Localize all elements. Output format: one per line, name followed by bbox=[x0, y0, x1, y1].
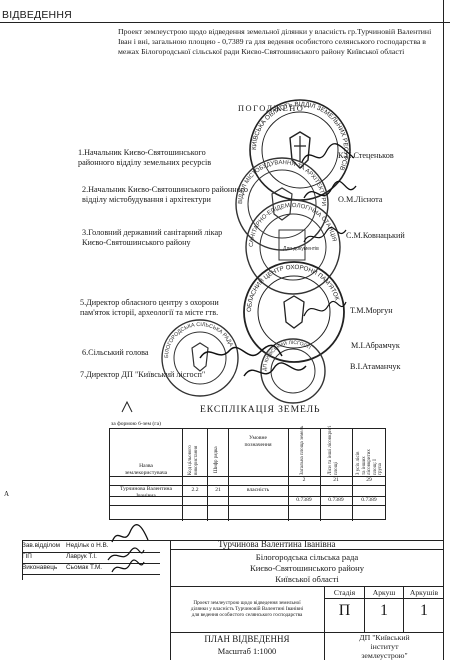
approval-name-3: С.М.Ковнацький bbox=[346, 231, 405, 240]
signature-1 bbox=[301, 143, 355, 163]
side-letter: А bbox=[4, 490, 10, 498]
row-code: 2.2 bbox=[191, 487, 199, 493]
signature-titleblock-3 bbox=[111, 559, 145, 573]
approval-position-6: 6.Сільський голова bbox=[82, 348, 149, 357]
approval-name-2: О.М.Ліснота bbox=[338, 195, 383, 204]
header-conditional: Умовне позначення bbox=[244, 435, 272, 448]
sheet-value: 1 bbox=[380, 602, 388, 619]
header-agri: Ліси та інші лісовкриті площі bbox=[328, 425, 339, 475]
staff-name-1: Недільк о Н.В. bbox=[66, 542, 109, 549]
stamp-land-resources: КИЇВСЬКА ОБЛАСТЬ ВІДДІЛ ЗЕМЕЛЬНИХ РЕСУРС… bbox=[249, 99, 351, 201]
project-description: Проект землеустрою щодо відведення земел… bbox=[190, 600, 304, 619]
stage-label: Стадія bbox=[333, 588, 356, 597]
explication-table: Назва землекористувача Код цільового вик… bbox=[109, 425, 386, 521]
staff-role-2: ГІП bbox=[22, 553, 32, 560]
row-cipher: 21 bbox=[215, 487, 221, 493]
staff-name-2: Лаврук Т.І. bbox=[66, 553, 97, 560]
sheets-label: Аркушів bbox=[409, 588, 439, 597]
row-forest: 0.7389 bbox=[361, 497, 377, 503]
explication-title: ЕКСПЛІКАЦІЯ ЗЕМЕЛЬ bbox=[200, 404, 321, 415]
header-cipher: Шифр рядка bbox=[214, 446, 219, 473]
project-title: Проект землеустрою щодо відведення земел… bbox=[118, 27, 432, 57]
stage-value: П bbox=[338, 602, 351, 619]
page-header: ВІДВЕДЕННЯ bbox=[2, 9, 72, 21]
stamp-sanitary: САНІТАРНО-ЕПІДЕМІОЛОГІЧНА СТАНЦІЯ Для до… bbox=[245, 199, 341, 295]
column-number-3: 29 bbox=[366, 477, 372, 483]
approval-position-5: 5.Директор обласного центру з охорони па… bbox=[80, 298, 219, 317]
approval-name-5: Т.М.Моргун bbox=[350, 306, 393, 315]
approval-name-6: М.І.Абрамчук bbox=[351, 341, 400, 350]
form-note: за формою 6-зем (га) bbox=[111, 421, 161, 427]
signature-titleblock-1 bbox=[111, 524, 149, 543]
frame-right-line bbox=[443, 0, 444, 660]
row-conditional: власність bbox=[246, 487, 270, 493]
header-code: Код цільового використання bbox=[188, 445, 199, 475]
sheet-label: Аркуш bbox=[372, 588, 396, 597]
signature-titleblock-2 bbox=[107, 547, 145, 561]
signature-3 bbox=[303, 226, 347, 243]
frame-top-line bbox=[0, 22, 450, 23]
approval-name-1: К.П.Стеценьков bbox=[338, 151, 394, 160]
row-owner: Турчинова Валентина Іванівна bbox=[119, 486, 173, 499]
row-agri: 0.7389 bbox=[328, 497, 344, 503]
organization-name: ДП "Київський інститут землеустрою" bbox=[359, 633, 410, 660]
header-forest: З усіх лісів та інших лісовкритих площ: … bbox=[356, 449, 384, 475]
sheets-value: 1 bbox=[420, 602, 428, 619]
header-owner: Назва землекористувача bbox=[124, 463, 168, 476]
approval-position-1: 1.Начальник Києво-Святошинського районно… bbox=[78, 148, 212, 167]
column-number-1: 2 bbox=[302, 477, 306, 483]
header-total: Загальна площа земель bbox=[300, 425, 305, 475]
owner-name: Турчинова Валентина Іванівна bbox=[218, 539, 336, 549]
drawing-scale: Масштаб 1:1000 bbox=[217, 647, 277, 656]
stamp-heritage: ОБЛАСНИЙ ЦЕНТР ОХОРОНИ ПАМ'ЯТОК bbox=[243, 261, 345, 363]
approval-position-2: 2.Начальник Києво-Святошинського районно… bbox=[82, 185, 249, 204]
staff-role-3: Виконавець bbox=[22, 564, 58, 571]
signature-village-head bbox=[199, 344, 283, 359]
stamp-center-mark: Для документів bbox=[283, 246, 319, 252]
approval-position-3: 3.Головний державний санітарний лікар Ки… bbox=[82, 228, 223, 247]
signature-2 bbox=[303, 180, 357, 199]
row-total: 0.7389 bbox=[296, 497, 312, 503]
tick-mark-icon bbox=[121, 400, 133, 413]
stamp-village-council: БІЛОГОРОДСЬКА СІЛЬСЬКА РАДА bbox=[161, 319, 239, 397]
signature-forestry-director bbox=[243, 362, 307, 377]
approval-position-7: 7.Директор ДП "Київський лісгосп" bbox=[80, 370, 206, 379]
staff-name-3: Сьомак Т.М. bbox=[66, 564, 103, 571]
approvals-heading: ПОГОДЖЕНО bbox=[238, 104, 305, 113]
council-name: Білогородська сільська рада Києво-Святош… bbox=[250, 552, 364, 584]
drawing-title: ПЛАН ВІДВЕДЕННЯ bbox=[204, 634, 290, 644]
column-number-2: 21 bbox=[333, 477, 339, 483]
approval-name-7: В.І.Атаманчук bbox=[350, 362, 401, 371]
stamp-forestry: ДП КИЇВСЬКИЙ ЛІСГОСП bbox=[260, 338, 326, 404]
stamp-architecture: ВІДДІЛ МІСТОБУДУВАННЯ ТА АРХІТЕКТУРИ bbox=[235, 157, 329, 251]
signature-4 bbox=[303, 300, 347, 317]
staff-role-1: Зав.відділом bbox=[22, 542, 61, 549]
